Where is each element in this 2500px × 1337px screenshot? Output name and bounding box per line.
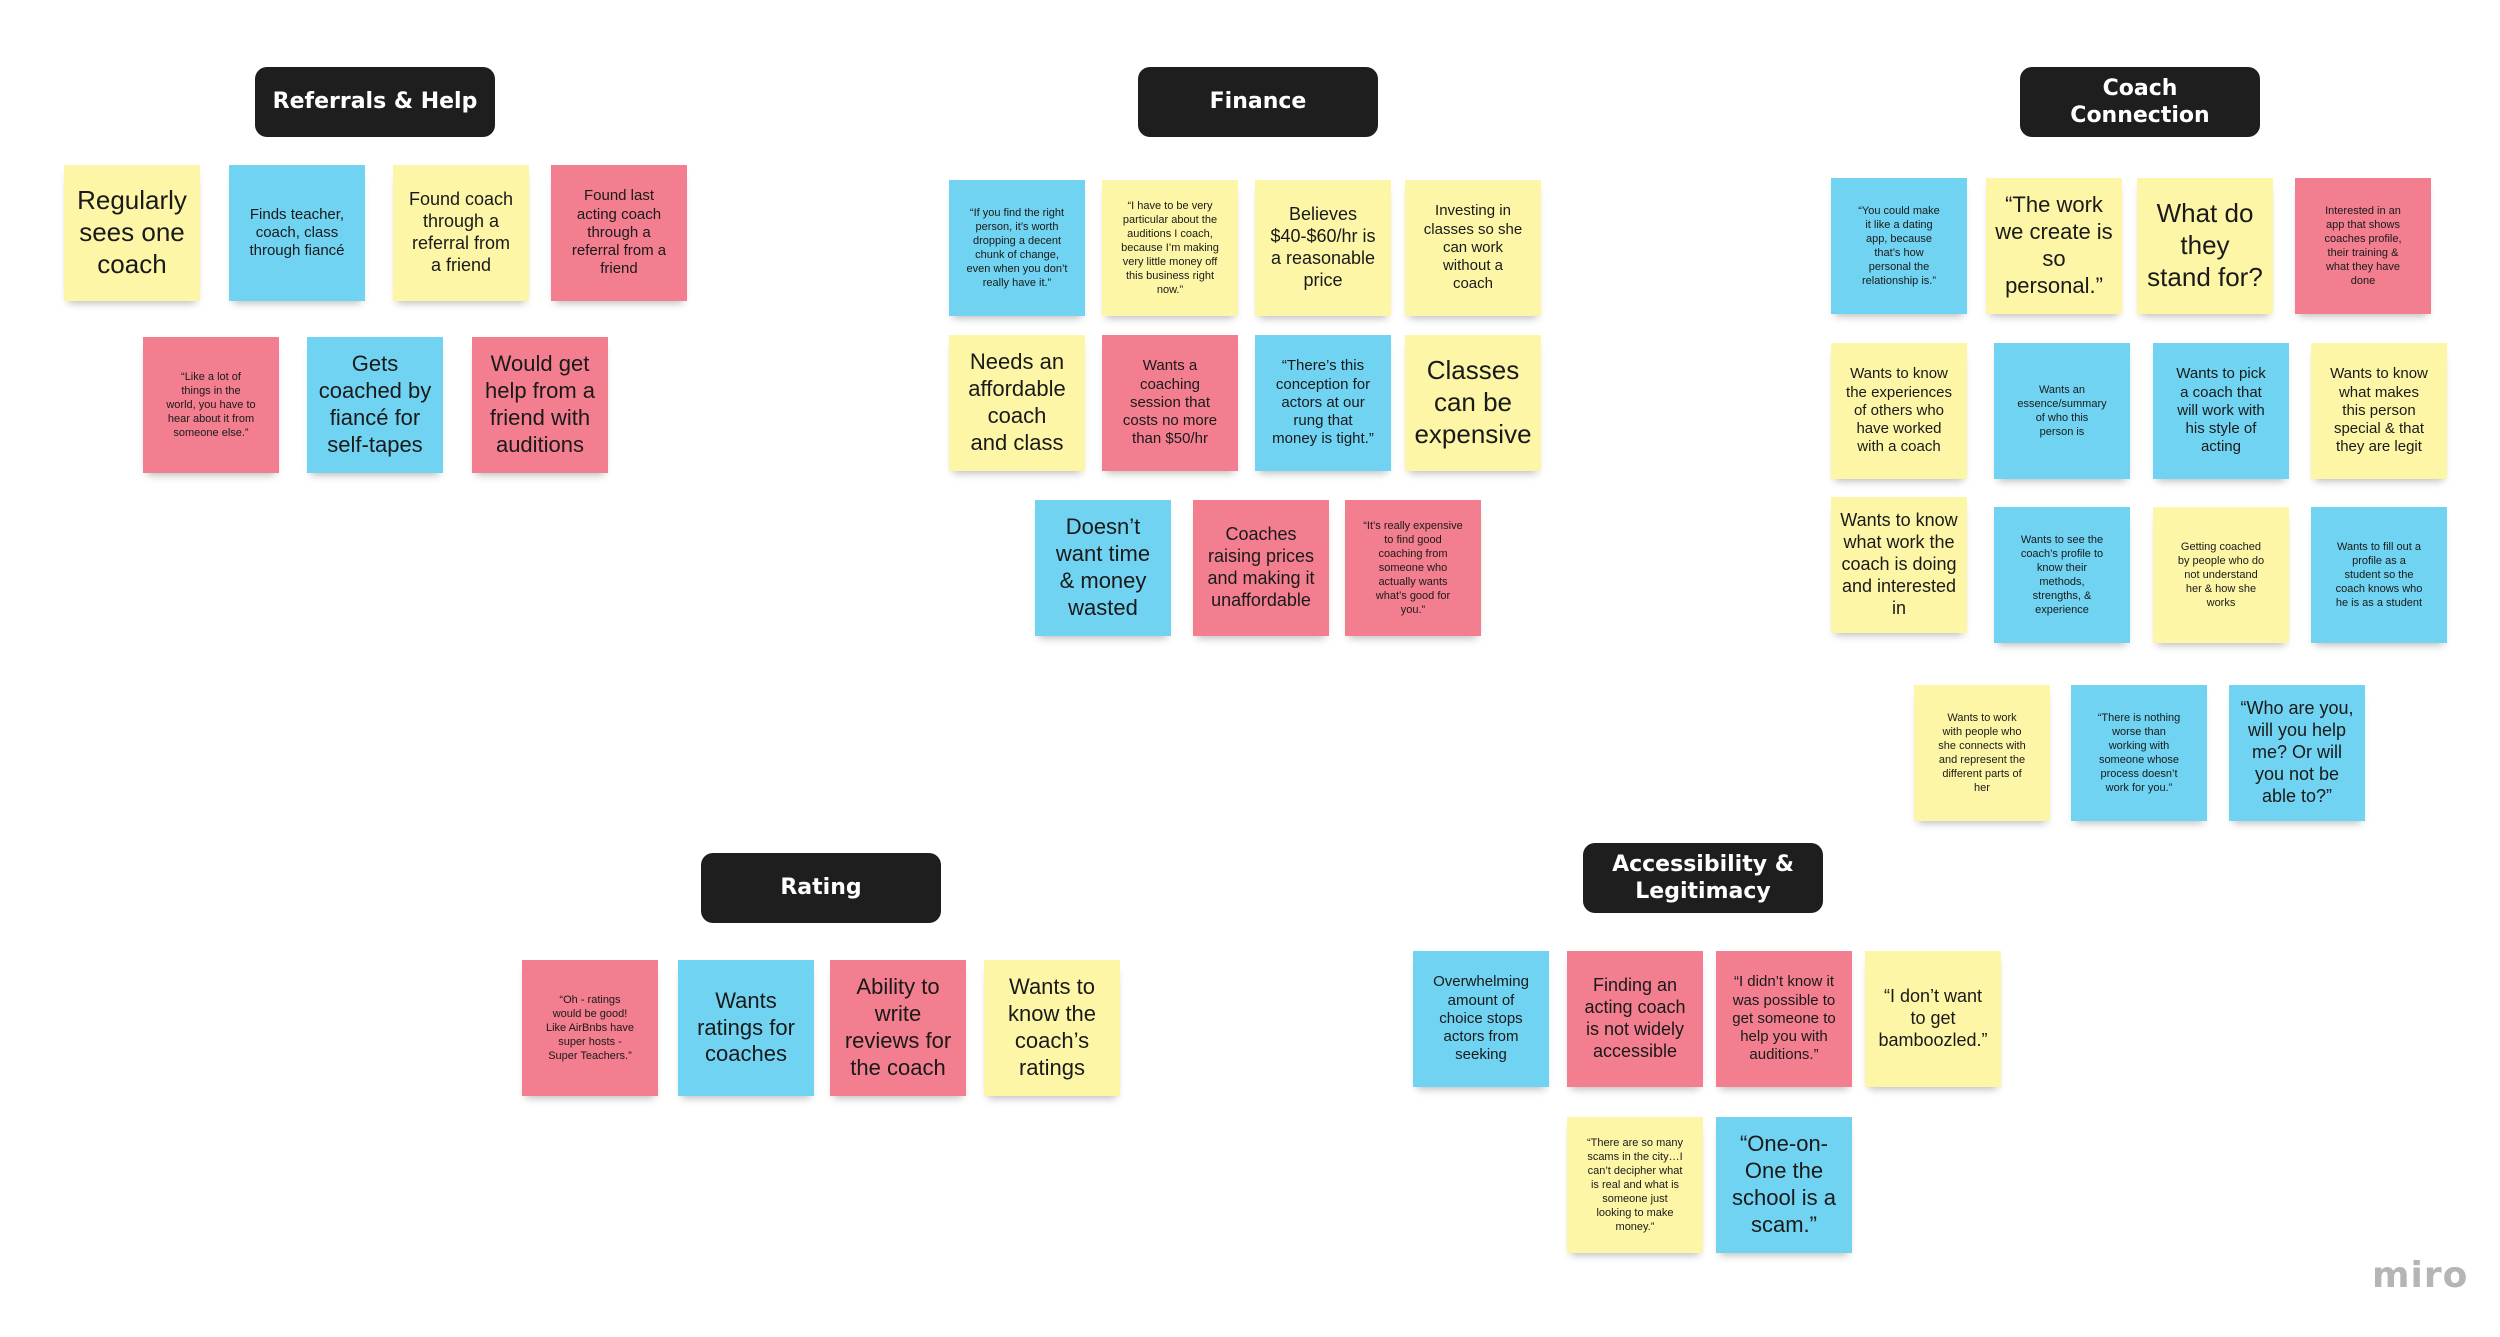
sticky-note[interactable]: “I don’t want to get bamboozled.” bbox=[1865, 951, 2001, 1087]
sticky-note[interactable]: “The work we create is so personal.” bbox=[1986, 178, 2122, 314]
group-header-accessibility-legitimacy[interactable]: Accessibility & Legitimacy bbox=[1583, 843, 1823, 913]
sticky-note[interactable]: Finding an acting coach is not widely ac… bbox=[1567, 951, 1703, 1087]
sticky-note[interactable]: “I have to be very particular about the … bbox=[1102, 180, 1238, 316]
sticky-note[interactable]: “Oh - ratings would be good! Like AirBnb… bbox=[522, 960, 658, 1096]
group-header-rating[interactable]: Rating bbox=[701, 853, 941, 923]
sticky-note[interactable]: Found coach through a referral from a fr… bbox=[393, 165, 529, 301]
sticky-note[interactable]: Classes can be expensive bbox=[1405, 335, 1541, 471]
sticky-note[interactable]: “Like a lot of things in the world, you … bbox=[143, 337, 279, 473]
sticky-note[interactable]: Wants ratings for coaches bbox=[678, 960, 814, 1096]
sticky-note[interactable]: Wants to know what makes this person spe… bbox=[2311, 343, 2447, 479]
sticky-note[interactable]: “Who are you, will you help me? Or will … bbox=[2229, 685, 2365, 821]
sticky-note[interactable]: Wants to know what work the coach is doi… bbox=[1831, 497, 1967, 633]
group-header-referrals-help[interactable]: Referrals & Help bbox=[255, 67, 495, 137]
sticky-note[interactable]: Wants a coaching session that costs no m… bbox=[1102, 335, 1238, 471]
sticky-note[interactable]: Investing in classes so she can work wit… bbox=[1405, 180, 1541, 316]
sticky-note[interactable]: Ability to write reviews for the coach bbox=[830, 960, 966, 1096]
sticky-note[interactable]: Gets coached by fiancé for self-tapes bbox=[307, 337, 443, 473]
sticky-note[interactable]: Wants to pick a coach that will work wit… bbox=[2153, 343, 2289, 479]
sticky-note[interactable]: “There are so many scams in the city…I c… bbox=[1567, 1117, 1703, 1253]
sticky-note[interactable]: Regularly sees one coach bbox=[64, 165, 200, 301]
sticky-note[interactable]: Wants to know the coach’s ratings bbox=[984, 960, 1120, 1096]
sticky-note[interactable]: Wants to fill out a profile as a student… bbox=[2311, 507, 2447, 643]
sticky-note[interactable]: “There is nothing worse than working wit… bbox=[2071, 685, 2207, 821]
sticky-note[interactable]: “There’s this conception for actors at o… bbox=[1255, 335, 1391, 471]
group-header-finance[interactable]: Finance bbox=[1138, 67, 1378, 137]
sticky-note[interactable]: “It’s really expensive to find good coac… bbox=[1345, 500, 1481, 636]
sticky-note[interactable]: Coaches raising prices and making it una… bbox=[1193, 500, 1329, 636]
sticky-note[interactable]: Found last acting coach through a referr… bbox=[551, 165, 687, 301]
sticky-note[interactable]: Getting coached by people who do not und… bbox=[2153, 507, 2289, 643]
sticky-note[interactable]: Overwhelming amount of choice stops acto… bbox=[1413, 951, 1549, 1087]
sticky-note[interactable]: Believes $40-$60/hr is a reasonable pric… bbox=[1255, 180, 1391, 316]
sticky-note[interactable]: Would get help from a friend with auditi… bbox=[472, 337, 608, 473]
sticky-note[interactable]: “I didn’t know it was possible to get so… bbox=[1716, 951, 1852, 1087]
sticky-note[interactable]: Doesn’t want time & money wasted bbox=[1035, 500, 1171, 636]
sticky-note[interactable]: Needs an affordable coach and class bbox=[949, 335, 1085, 471]
miro-logo: miro bbox=[2372, 1255, 2469, 1296]
sticky-note[interactable]: Interested in an app that shows coaches … bbox=[2295, 178, 2431, 314]
sticky-note[interactable]: Wants to work with people who she connec… bbox=[1914, 685, 2050, 821]
sticky-note[interactable]: “You could make it like a dating app, be… bbox=[1831, 178, 1967, 314]
sticky-note[interactable]: Wants to know the experiences of others … bbox=[1831, 343, 1967, 479]
sticky-note[interactable]: Wants to see the coach’s profile to know… bbox=[1994, 507, 2130, 643]
sticky-note[interactable]: What do they stand for? bbox=[2137, 178, 2273, 314]
sticky-note[interactable]: Finds teacher, coach, class through fian… bbox=[229, 165, 365, 301]
sticky-note[interactable]: “One-on- One the school is a scam.” bbox=[1716, 1117, 1852, 1253]
group-header-coach-connection[interactable]: Coach Connection bbox=[2020, 67, 2260, 137]
sticky-note[interactable]: “If you find the right person, it’s wort… bbox=[949, 180, 1085, 316]
sticky-note[interactable]: Wants an essence/summary of who this per… bbox=[1994, 343, 2130, 479]
